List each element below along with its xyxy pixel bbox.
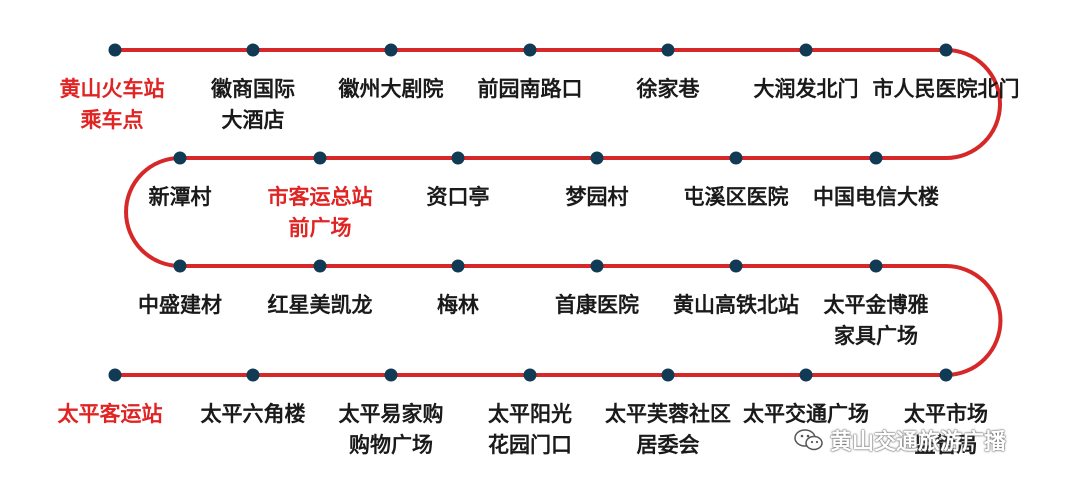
station-label: 新潭村	[148, 185, 212, 209]
station-marker	[108, 43, 122, 57]
watermark: 黄山交通旅游广播	[794, 424, 1006, 456]
station-label: 太平易家购 购物广场	[338, 402, 444, 457]
station-marker	[451, 151, 465, 165]
station-marker	[590, 259, 604, 273]
station-label: 太平芙蓉社区 居委会	[605, 402, 731, 457]
station-marker	[799, 43, 813, 57]
station-label: 前园南路口	[477, 77, 583, 101]
route-line	[115, 48, 1003, 377]
station-marker	[729, 151, 743, 165]
wechat-icon	[794, 429, 823, 451]
station-label: 首康医院	[555, 293, 639, 317]
station-label: 太平六角楼	[200, 402, 306, 426]
station-marker	[799, 368, 813, 382]
station-label: 屯溪区医院	[683, 185, 789, 209]
station-label: 太平阳光 花园门口	[488, 402, 572, 457]
station-marker	[313, 259, 327, 273]
station-label: 太平交通广场	[743, 402, 869, 426]
station-marker	[590, 151, 604, 165]
station-label: 徽商国际 大酒店	[211, 77, 295, 132]
station-label: 市人民医院北门	[872, 77, 1020, 101]
station-label: 中盛建材	[138, 293, 222, 317]
station-label: 梅林	[437, 293, 479, 317]
station-label: 红星美凯龙	[267, 293, 373, 317]
station-label: 梦园村	[565, 185, 629, 209]
station-marker	[939, 43, 953, 57]
station-label: 大润发北门	[753, 77, 859, 101]
station-marker	[661, 368, 675, 382]
station-label: 太平市场 监管局	[904, 402, 988, 457]
station-label: 资口亭	[426, 185, 490, 209]
station-marker	[384, 368, 398, 382]
station-marker	[451, 259, 465, 273]
station-marker	[173, 259, 187, 273]
station-label: 中国电信大楼	[813, 185, 939, 209]
station-marker	[869, 151, 883, 165]
station-marker	[729, 259, 743, 273]
station-marker	[173, 151, 187, 165]
station-marker	[939, 368, 953, 382]
station-label: 黄山高铁北站	[673, 293, 799, 317]
station-label: 太平金博雅 家具广场	[823, 293, 929, 348]
station-marker	[661, 43, 675, 57]
station-marker	[523, 43, 537, 57]
station-markers	[108, 43, 953, 382]
station-label: 太平客运站	[57, 402, 163, 426]
station-marker	[246, 43, 260, 57]
station-label: 黄山火车站 乘车点	[59, 77, 165, 132]
watermark-text: 黄山交通旅游广播	[830, 430, 1007, 455]
station-marker	[108, 368, 122, 382]
station-marker	[869, 259, 883, 273]
station-marker	[313, 151, 327, 165]
station-marker	[523, 368, 537, 382]
station-label: 徽州大剧院	[338, 77, 444, 101]
station-label: 徐家巷	[636, 77, 700, 101]
station-label: 市客运总站 前广场	[267, 185, 373, 240]
station-marker	[384, 43, 398, 57]
station-marker	[246, 368, 260, 382]
